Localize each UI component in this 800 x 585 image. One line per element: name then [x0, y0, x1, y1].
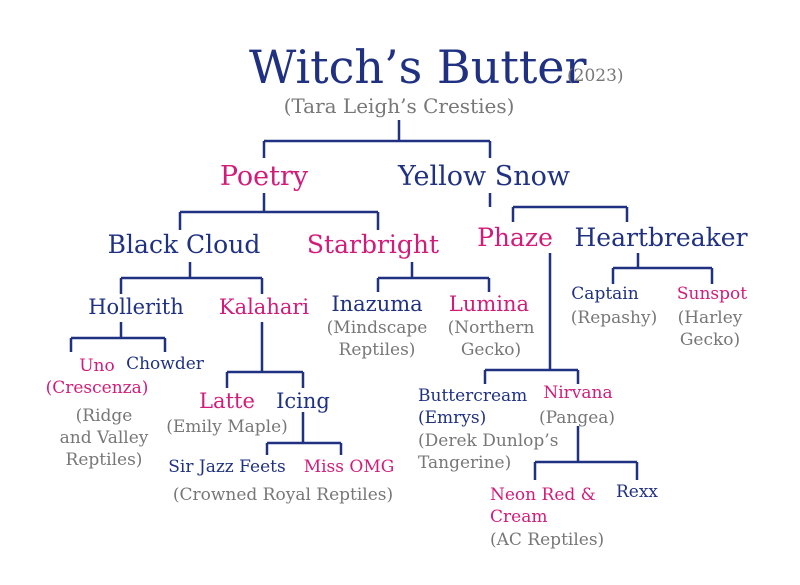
buttercream-breeder-note: (Derek Dunlop’s Tangerine): [418, 431, 559, 473]
lumina-breeder-note: (Northern Gecko): [447, 318, 535, 360]
year-label: (2023): [567, 66, 624, 86]
latte-breeder-note: (Emily Maple): [166, 417, 288, 437]
node-poetry: Poetry: [219, 161, 309, 192]
node-black-cloud: Black Cloud: [107, 230, 261, 259]
neon-breeder-note: (AC Reptiles): [490, 530, 605, 550]
nirvana-breeder-note: (Pangea): [538, 408, 616, 428]
node-uno: Uno (Crescenza): [45, 356, 149, 398]
node-sir-jazz-feets: Sir Jazz Feets: [168, 457, 286, 477]
node-latte: Latte: [199, 389, 255, 413]
node-lumina: Lumina: [448, 292, 530, 316]
connector-kalahari: [225, 322, 305, 388]
inazuma-breeder-note: (Mindscape Reptiles): [326, 318, 428, 360]
node-yellow-snow: Yellow Snow: [398, 161, 570, 192]
node-buttercream: Buttercream (Emrys): [418, 386, 528, 428]
node-icing: Icing: [276, 389, 330, 413]
node-phaze: Phaze: [477, 223, 553, 252]
breeder-label: (Tara Leigh’s Cresties): [283, 94, 515, 118]
node-sunspot: Sunspot: [676, 284, 748, 304]
connector-phaze: [483, 253, 580, 384]
connector-heartbreaker: [611, 253, 714, 284]
node-inazuma: Inazuma: [331, 292, 423, 316]
node-nirvana: Nirvana: [543, 383, 613, 403]
node-hollerith: Hollerith: [88, 295, 184, 319]
connector-yellow-snow: [488, 193, 629, 222]
node-starbright: Starbright: [306, 230, 440, 259]
node-kalahari: Kalahari: [218, 295, 310, 319]
uno-chowder-breeder-note: (Ridge and Valley Reptiles): [59, 406, 149, 470]
node-chowder: Chowder: [126, 354, 204, 374]
node-neon-red-cream: Neon Red & Cream: [490, 485, 596, 527]
page-title: Witch’s Butter: [249, 40, 587, 94]
connector-poetry: [178, 193, 380, 230]
node-miss-omg: Miss OMG: [303, 457, 395, 477]
icing-parents-breeder-note: (Crowned Royal Reptiles): [172, 485, 394, 505]
connector-icing: [265, 412, 343, 455]
connector-black-cloud: [119, 262, 264, 294]
captain-breeder-note: (Repashy): [570, 308, 658, 328]
connector-root: [262, 120, 492, 158]
connector-hollerith: [69, 322, 167, 352]
sunspot-breeder-note: (Harley Gecko): [677, 308, 743, 350]
connector-starbright: [376, 262, 491, 292]
node-captain: Captain: [571, 284, 639, 304]
node-rexx: Rexx: [615, 482, 659, 502]
connector-nirvana: [533, 426, 639, 480]
node-heartbreaker: Heartbreaker: [574, 223, 748, 252]
